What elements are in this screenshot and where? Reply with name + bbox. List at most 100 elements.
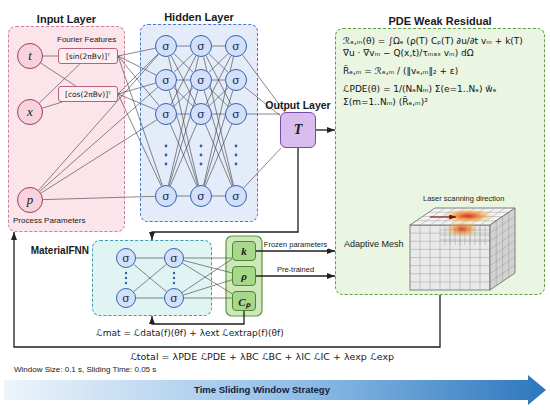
input-node: p: [17, 187, 43, 213]
text-holder: p: [18, 188, 42, 212]
layer-panel: Hidden Layerσσσσσσσσσσσσ: [140, 24, 258, 222]
text-holder: σ: [226, 36, 246, 56]
neuron: σ: [155, 103, 177, 125]
connection-line: [184, 258, 232, 259]
text-holder: σ: [226, 70, 246, 90]
label-holder: Process Parameters: [13, 216, 85, 225]
connection-line: [170, 124, 196, 186]
label-holder: Window Size: 0.1 s, Sliding Time: 0.05 s: [14, 365, 156, 374]
neuron: σ: [155, 185, 177, 207]
neuron: σ: [225, 69, 247, 91]
node-label: σ: [162, 108, 170, 121]
connection-line: [244, 148, 282, 188]
connection-line: [136, 258, 164, 259]
neuron: σ: [164, 288, 184, 308]
panel-fill: [140, 24, 258, 222]
panel-fill: [335, 28, 545, 295]
input-node: t: [17, 43, 43, 69]
neuron: σ: [190, 35, 212, 57]
connection-line: [43, 196, 155, 199]
connection-line: [209, 88, 228, 107]
text-holder: ρ: [233, 267, 255, 285]
connection-line: [247, 114, 280, 115]
panel-fill: [8, 26, 125, 232]
connection-line: [212, 46, 225, 47]
arrow: [256, 250, 335, 251]
connection-line: [209, 54, 228, 73]
connection-line: [174, 54, 193, 73]
output-node: Output LayerT: [280, 112, 316, 148]
fourier-box: [sin(2πBv)]ᵀ: [58, 48, 118, 64]
neuron: σ: [155, 35, 177, 57]
note: Window Size: 0.1 s, Sliding Time: 0.05 s: [14, 365, 156, 374]
connection-line: [205, 124, 231, 186]
node-label: σ: [170, 292, 178, 305]
connection-line: [177, 46, 190, 47]
node-label: σ: [232, 190, 240, 203]
connection-line: [174, 88, 193, 107]
text-holder: σ: [156, 186, 176, 206]
connection-line: [184, 260, 232, 272]
node-label: k: [241, 245, 247, 257]
text-holder: σ: [191, 70, 211, 90]
label-holder: ℒmat = ℒdata(f)(θf) + λext ℒextrap(f)(θf…: [96, 328, 283, 338]
fourier-box: [cos(2πBv)]ᵀ: [58, 86, 118, 102]
text-holder: Cₚ: [233, 292, 255, 310]
label-holder: Fourier Features: [57, 35, 116, 44]
text-holder: k: [233, 242, 255, 260]
text-holder: σ: [156, 104, 176, 124]
connection-line: [118, 94, 156, 110]
text-holder: MaterialFNN: [31, 245, 89, 256]
connection-line: [184, 298, 232, 299]
loss-equation: ℒmat = ℒdata(f)(θf) + λext ℒextrap(f)(θf…: [96, 328, 283, 338]
time-arrow: [4, 375, 546, 405]
text-holder: [sin(2πBv)]ᵀ: [59, 49, 117, 63]
text-holder: σ: [156, 70, 176, 90]
text-holder: Hidden Layer: [164, 11, 234, 23]
connection-line: [183, 263, 232, 293]
node-label: [cos(2πBv)]ᵀ: [65, 90, 111, 99]
node-label: σ: [197, 40, 205, 53]
node-label: Cₚ: [238, 294, 249, 309]
node-label: σ: [162, 74, 170, 87]
node-label: T: [294, 122, 303, 138]
text-holder: R̃ₑ,ₘ = ℛₑ,ₘ / (‖vₑ,ₘ‖₂ + ε): [343, 65, 537, 77]
text-holder: σ: [226, 104, 246, 124]
neuron: σ: [225, 185, 247, 207]
neuron: σ: [116, 248, 136, 268]
text-holder: σ: [165, 289, 183, 307]
input-node: x: [17, 99, 43, 125]
connection-line: [43, 56, 58, 57]
bar-title: Time Sliding Window Strategy: [194, 384, 330, 395]
annotation: Laser scanning direction: [423, 194, 504, 203]
connection-line: [205, 124, 231, 186]
text-holder: σ: [156, 36, 176, 56]
neuron: σ: [190, 69, 212, 91]
connection-line: [118, 83, 155, 94]
section-label: Fourier Features: [57, 35, 116, 44]
text-holder: Input Layer: [37, 13, 96, 25]
node-label: σ: [197, 190, 205, 203]
connection-line: [177, 114, 190, 115]
text-holder: σ: [117, 249, 135, 267]
label-holder: ℒtotal = λPDE ℒPDE + λBC ℒBC + λIC ℒIC +…: [130, 351, 394, 362]
text-holder: Output Layer: [265, 99, 330, 111]
connection-line: [212, 196, 225, 197]
connection-line: [170, 124, 196, 186]
connection-line: [134, 264, 167, 291]
node-label: x: [27, 104, 33, 120]
text-holder: σ: [191, 104, 211, 124]
heading: Output Layer: [265, 99, 330, 111]
connection-line: [212, 114, 225, 115]
arrow: [152, 148, 298, 240]
node-label: ρ: [241, 270, 247, 282]
neuron: σ: [164, 248, 184, 268]
heading: Input Layer: [37, 13, 96, 25]
text-holder: σ: [191, 36, 211, 56]
connection-line: [174, 88, 193, 107]
arrow: [152, 311, 244, 324]
connection-line: [136, 298, 164, 299]
